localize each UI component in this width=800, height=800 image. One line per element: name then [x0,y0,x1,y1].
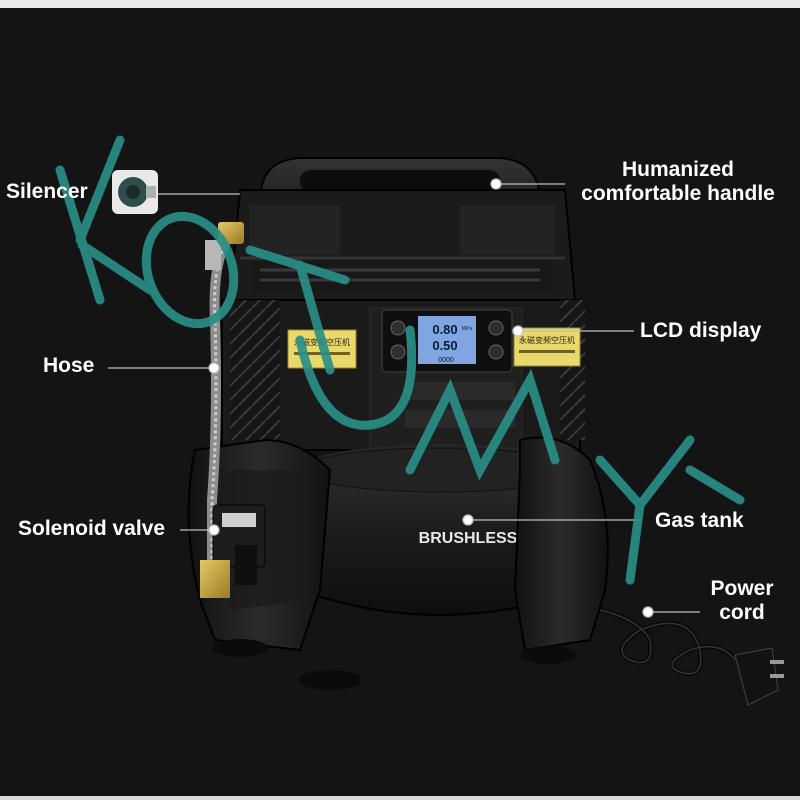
top-housing [228,189,577,301]
solenoid-valve [200,504,266,598]
lcd-display: 0.80 0.50 0000 MPa [381,309,513,373]
callout-silencer: Silencer [6,180,88,203]
svg-text:0.80: 0.80 [432,322,457,337]
hose [205,222,244,560]
side-label-right: 永磁变频空压机 [513,327,581,367]
svg-text:0.50: 0.50 [432,338,457,353]
svg-text:BRUSHLESS: BRUSHLESS [419,530,518,547]
callout-power-cord: Power cord [700,577,784,625]
svg-text:永磁变频空压机: 永磁变频空压机 [519,335,575,345]
top-border [0,0,800,8]
callout-power-line2: cord [719,601,765,624]
callout-handle-line2: comfortable handle [581,182,775,205]
callout-gas-tank: Gas tank [655,509,744,532]
svg-text:0000: 0000 [438,357,454,364]
callout-handle: Humanized comfortable handle [568,158,788,206]
frame-right [513,436,609,664]
gas-tank: BRUSHLESS [299,444,581,616]
callout-handle-line1: Humanized [621,158,734,181]
callout-hose: Hose [43,354,95,377]
watermark-kotumy [55,135,745,585]
callout-power-line1: Power [710,577,774,600]
power-cord [599,607,784,706]
leader-lines [108,178,700,618]
silencer-thumbnail [112,170,158,214]
bottom-border [0,796,800,800]
svg-text:MPa: MPa [462,326,473,332]
callout-solenoid-valve: Solenoid valve [18,517,166,540]
callout-lcd-display: LCD display [640,319,762,342]
